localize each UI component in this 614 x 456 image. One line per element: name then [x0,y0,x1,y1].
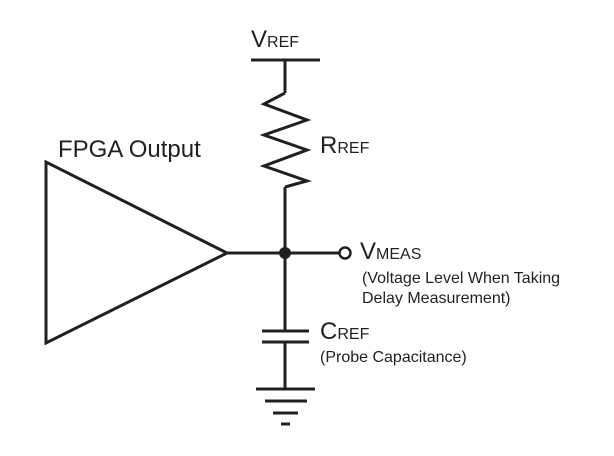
fpga-output-buffer [44,159,231,346]
rref-main: R [320,132,338,159]
vref-sub: REF [267,34,300,51]
vmeas-sub: MEAS [376,246,422,263]
junction-node [279,247,291,259]
vmeas-description: (Voltage Level When Taking Delay Measure… [362,269,560,309]
vref-main: V [251,26,268,53]
cref-main: C [320,318,338,345]
rref-label: RREF [320,132,369,160]
vmeas-desc-line1: (Voltage Level When Taking [362,270,561,287]
cref-label: CREF [320,318,369,346]
vmeas-desc-line2: Delay Measurement) [362,290,511,307]
vmeas-test-point [338,246,352,260]
ground-symbol [256,387,315,426]
cref-sub: REF [337,326,370,343]
vmeas-label: VMEAS [360,238,421,266]
cref-description: (Probe Capacitance) [320,349,467,366]
rref-resistor [259,91,313,189]
vmeas-main: V [360,238,377,265]
fpga-output-label: FPGA Output [58,136,201,163]
rref-sub: REF [337,140,370,157]
vref-label: VREF [251,26,299,54]
